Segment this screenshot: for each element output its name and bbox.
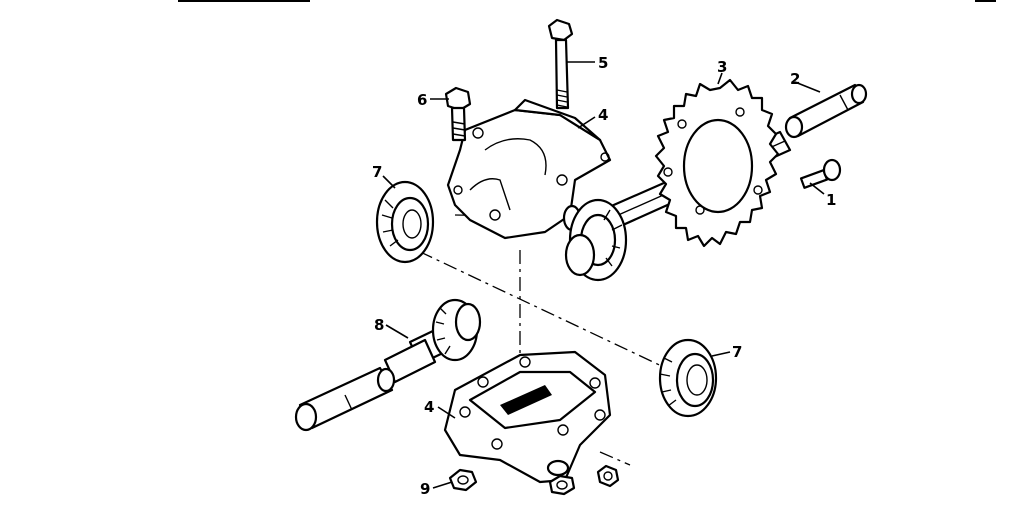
sprocket bbox=[654, 78, 780, 248]
long-bolt bbox=[547, 18, 574, 110]
callout-6: 6 bbox=[417, 91, 427, 109]
callout-7-left: 7 bbox=[372, 163, 382, 181]
callout-8: 8 bbox=[374, 316, 384, 334]
callout-4-upper: 4 bbox=[598, 106, 608, 124]
nut-center bbox=[548, 474, 576, 496]
callout-1: 1 bbox=[826, 191, 836, 209]
nut-right bbox=[596, 464, 620, 488]
bevel-gear-upper-left bbox=[375, 180, 435, 264]
callout-4-lower: 4 bbox=[424, 398, 434, 416]
shoulder-bolt bbox=[799, 158, 842, 189]
housing-upper bbox=[446, 98, 612, 240]
short-bolt bbox=[444, 86, 472, 142]
bevel-gear-lower-right bbox=[658, 338, 718, 418]
callout-5: 5 bbox=[598, 54, 608, 72]
nut-left bbox=[448, 468, 478, 492]
leader-lines bbox=[382, 61, 825, 489]
callout-7-right: 7 bbox=[732, 343, 742, 361]
gear-on-long-shaft bbox=[431, 298, 482, 362]
callout-2: 2 bbox=[790, 70, 800, 88]
callout-labels: 1 2 3 4 5 6 7 8 7 4 9 bbox=[372, 54, 836, 498]
callout-9: 9 bbox=[420, 480, 430, 498]
axle-shaft-short bbox=[784, 83, 868, 139]
bevel-gear-axle bbox=[564, 198, 628, 282]
callout-3: 3 bbox=[717, 58, 727, 76]
housing-lower bbox=[443, 350, 612, 484]
